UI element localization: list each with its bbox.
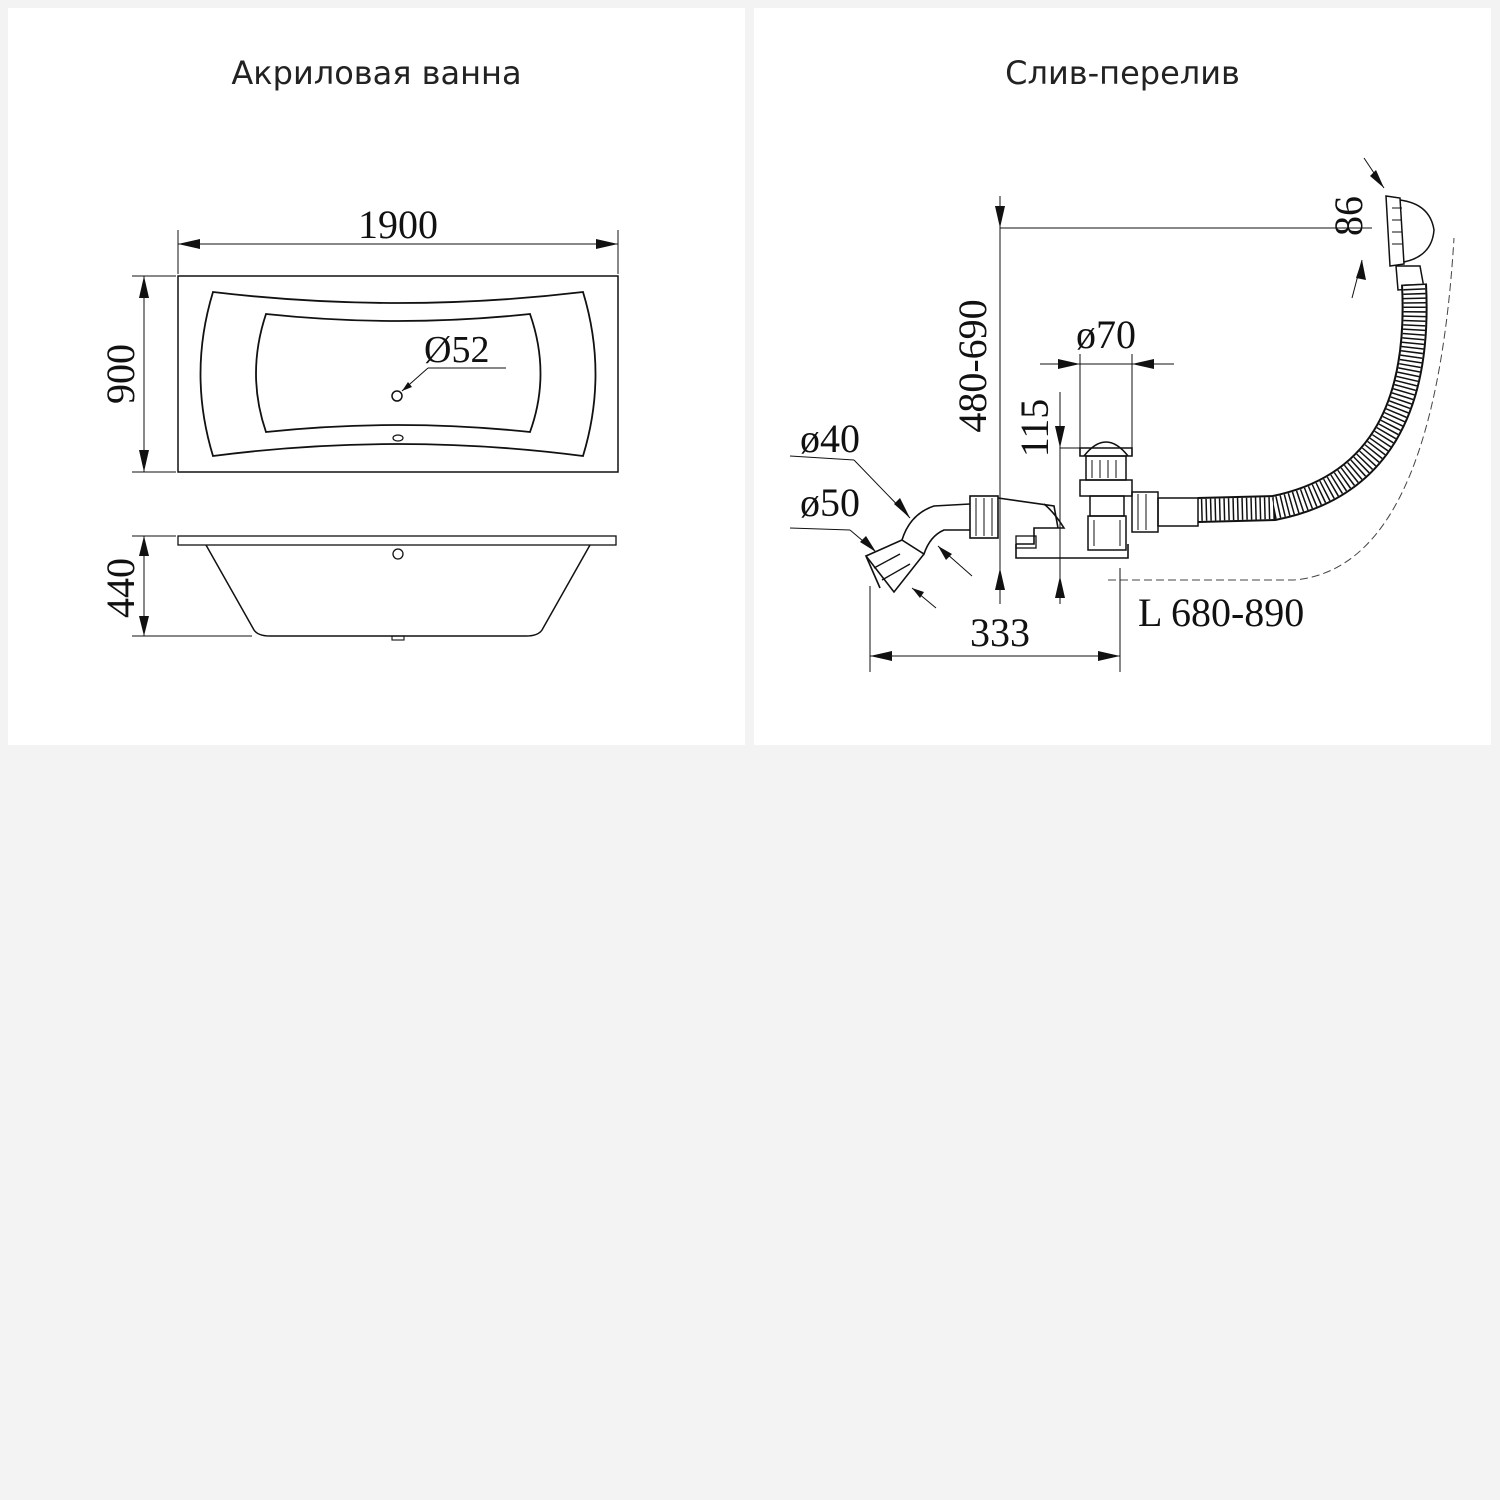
- drain-overflow-drawing: 480-690 86 ø70 115: [789, 157, 1455, 672]
- overflow-size-label: 86: [1326, 196, 1371, 236]
- bathtub-top-outline: [177, 275, 619, 473]
- siphon: [864, 495, 1129, 594]
- outlet-50-label: ø50: [800, 480, 860, 525]
- height-label: 440: [98, 558, 143, 618]
- drain-height-label: 115: [1012, 399, 1057, 458]
- outlet-40-label: ø40: [800, 416, 860, 461]
- bathtub-title: Акриловая ванна: [231, 54, 522, 92]
- length-label: 1900: [358, 202, 438, 247]
- overflow-hole-side: [392, 548, 404, 560]
- bath-dashed-outline: [1108, 237, 1455, 581]
- drain-diameter-70-label: ø70: [1076, 312, 1136, 357]
- hose-outline: [1197, 283, 1428, 523]
- drain-hole: [391, 390, 403, 402]
- bathtub-side-rim: [177, 535, 617, 546]
- hose-length-label: L 680-890: [1138, 590, 1304, 635]
- drain-overflow-panel: Слив-перелив 480-690 86: [754, 8, 1491, 745]
- drain-valve: [1079, 441, 1199, 551]
- hose-corrugation: [1197, 283, 1426, 521]
- bathtub-bottom-outline: [255, 313, 542, 433]
- overflow-hole-top: [392, 434, 404, 442]
- overflow-head: [1385, 195, 1435, 291]
- bathtub-panel: Акриловая ванна Ø52 1900 900: [8, 8, 745, 745]
- drain-outlet-side: [391, 635, 405, 641]
- drain-overflow-title: Слив-перелив: [1005, 54, 1240, 92]
- width-label: 900: [98, 344, 143, 404]
- drain-diameter-label: Ø52: [424, 329, 489, 371]
- distance-label: 333: [970, 610, 1030, 655]
- bathtub-bowl-outline: [199, 291, 597, 457]
- bathtub-drawing: Ø52 1900 900 440: [98, 202, 619, 641]
- overflow-height-label: 480-690: [950, 299, 995, 432]
